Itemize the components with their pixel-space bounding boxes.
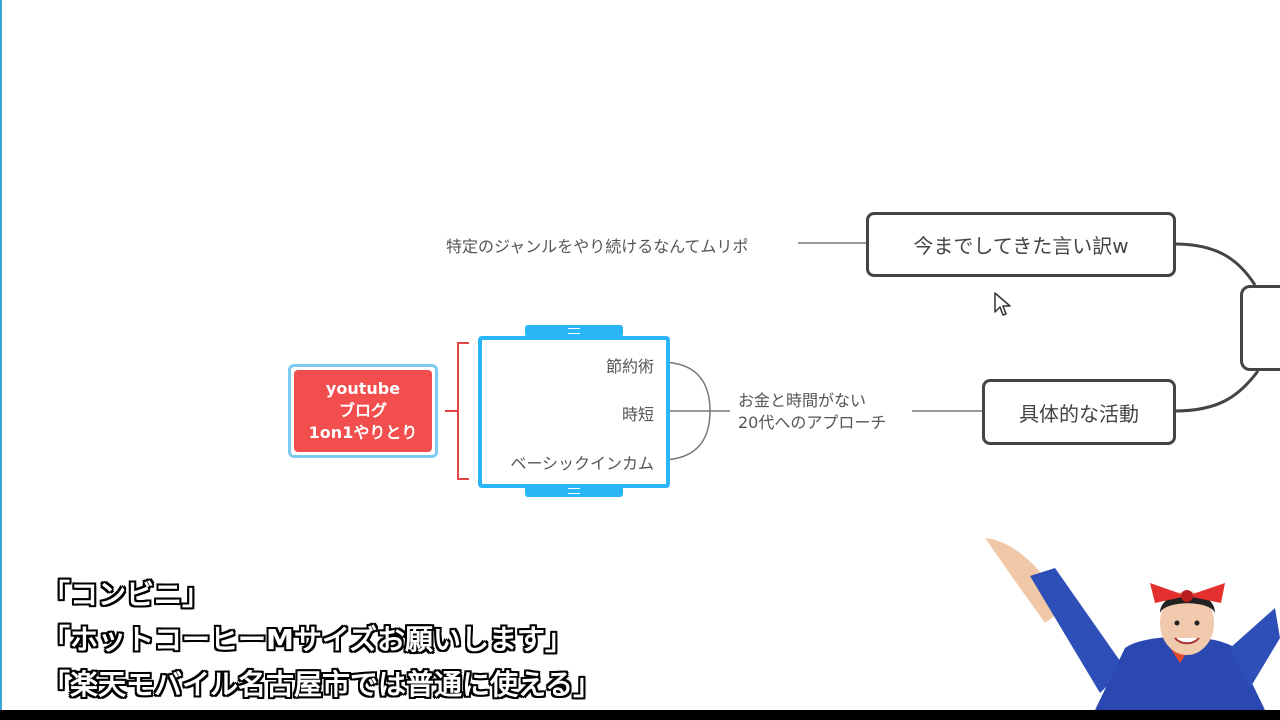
caption-line-1: 「コンビニ」 [42,578,211,611]
approach-node[interactable]: お金と時間がない 20代へのアプローチ [738,390,886,434]
subtitle-captions: 「コンビニ」 「ホットコーヒーMサイズお願いします」 「楽天モバイル名古屋市では… [42,572,601,707]
approach-line1: お金と時間がない [738,391,867,410]
item-timesaving[interactable]: 時短 [621,405,654,424]
channel-line1: youtube [325,379,401,398]
excuses-node[interactable]: 今までしてきた言い訳w [866,212,1176,277]
caption-line-2: 「ホットコーヒーMサイズお願いします」 [42,623,574,656]
channel-line2: ブログ [338,401,387,420]
approach-line2: 20代へのアプローチ [738,413,887,432]
window-left-edge [0,0,2,710]
presenter-figure [985,538,1280,710]
excuses-note[interactable]: 特定のジャンルをやり続けるなんてムリポ [446,237,749,256]
relation-bracket [457,342,469,480]
caption-line-3: 「楽天モバイル名古屋市では普通に使える」 [42,668,602,701]
summary-top-handle[interactable] [525,325,623,337]
channel-node[interactable]: youtube ブログ 1on1やりとり [288,364,438,458]
channel-line3: 1on1やりとり [308,423,418,442]
summary-bottom-handle[interactable] [525,485,623,497]
activities-node[interactable]: 具体的な活動 [982,379,1176,445]
relation-bracket-tick [445,410,457,412]
root-node[interactable] [1240,285,1280,371]
mouse-cursor-icon [994,292,1012,322]
item-basic-income[interactable]: ベーシックインカム [510,454,654,473]
item-saving[interactable]: 節約術 [605,357,654,376]
video-bottom-bar [0,710,1280,720]
